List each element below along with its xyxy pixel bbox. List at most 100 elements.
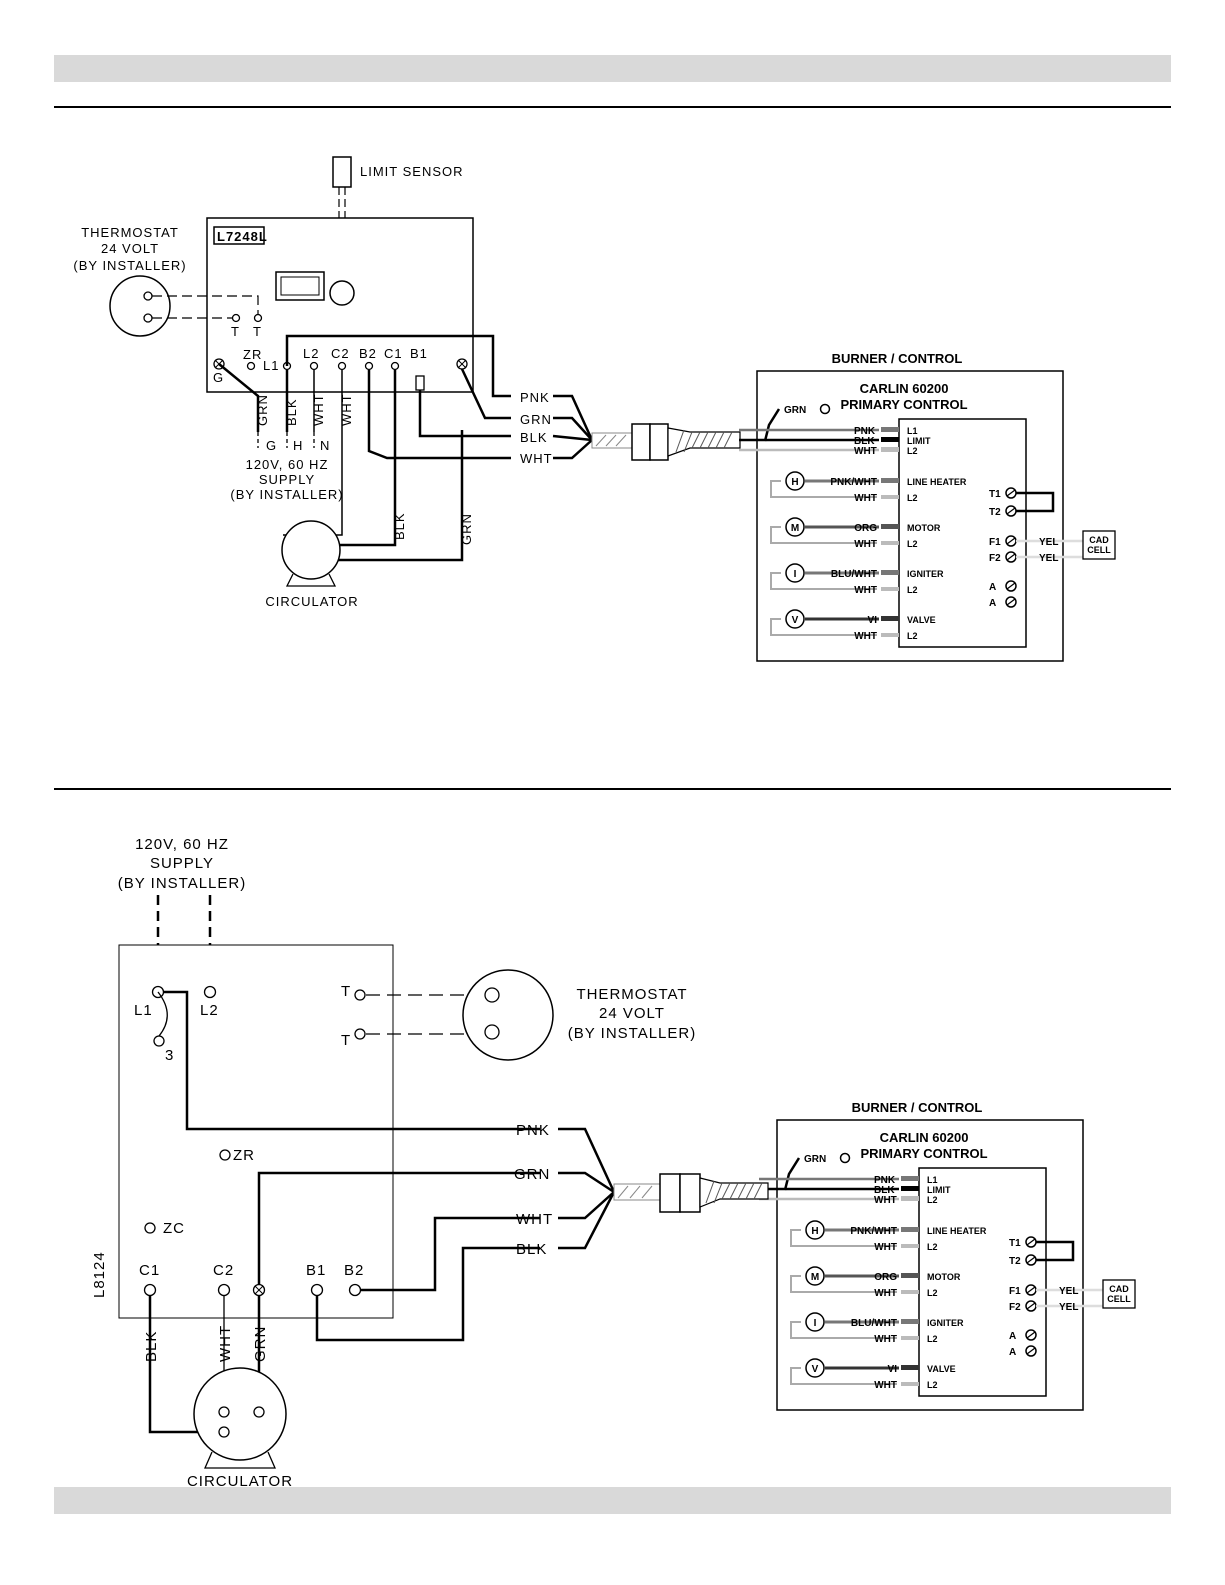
bottom-burner-right-term-0: T1 <box>1009 1238 1021 1249</box>
top-circulator-label: CIRCULATOR <box>265 594 358 609</box>
bottom-burner-grn-label: GRN <box>804 1154 826 1165</box>
bottom-burner-right-screw-slot-3 <box>1026 1302 1036 1310</box>
top-wire-grn: GRN <box>255 394 270 426</box>
top-wire-wht-1: WHT <box>311 393 326 426</box>
top-burner-h-icon <box>785 471 805 491</box>
top-burner-dev-ret-term-1: L2 <box>907 539 918 549</box>
top-term-l2: L2 <box>303 346 319 361</box>
bottom-burner-dev-plug-3 <box>901 1365 919 1370</box>
bottom-burner-dev-plug-1 <box>901 1273 919 1278</box>
bottom-burner-v-icon <box>805 1358 825 1378</box>
bottom-burner-dev-ret-plug-1 <box>901 1290 919 1294</box>
bottom-burner-dev-term-3: VALVE <box>927 1364 956 1374</box>
bottom-burner-dev-wire-label-2: BLU/WHT <box>851 1318 897 1329</box>
bottom-burner-row-plug-0 <box>901 1176 919 1181</box>
footer-bar <box>54 1487 1171 1514</box>
top-burner-title: BURNER / CONTROL <box>832 351 963 366</box>
top-burner-row-plug-2 <box>881 447 899 452</box>
bottom-burner-dev-ret-label-0: WHT <box>874 1242 897 1253</box>
top-burner-right-term-1: T2 <box>989 507 1001 518</box>
bottom-burner-row-plug-1 <box>901 1186 919 1191</box>
top-wire-wht-2: WHT <box>339 393 354 426</box>
top-burner-dev-wire-label-1: ORG <box>854 523 877 534</box>
bottom-burner-h-icon <box>805 1220 825 1240</box>
bottom-burner-m-icon-letter: M <box>811 1272 819 1283</box>
bottom-burner-right-screw-slot-5 <box>1026 1347 1036 1355</box>
bottom-supply-3: (BY INSTALLER) <box>118 875 246 892</box>
bottom-burner-terminal-block <box>918 1167 1047 1397</box>
top-burner-i-icon <box>785 563 805 583</box>
top-harness-blk: BLK <box>520 430 548 445</box>
top-burner-name-1: CARLIN 60200 <box>860 381 949 396</box>
top-burner-m-icon <box>785 517 805 537</box>
top-burner-right-screw-slot-4 <box>1006 582 1016 590</box>
top-wire-blk: BLK <box>284 398 299 426</box>
top-burner-grn-screw-icon <box>819 403 831 415</box>
bottom-thermostat-label-1: THERMOSTAT <box>576 986 687 1003</box>
top-burner-dev-ret-label-3: WHT <box>854 631 877 642</box>
bottom-burner-dev-ret-term-3: L2 <box>927 1380 938 1390</box>
l8124-label: L8124 <box>91 1251 108 1298</box>
top-term-b2: B2 <box>359 346 377 361</box>
bottom-circ-wire-grn: GRN <box>252 1326 269 1362</box>
top-burner-right-screw-slot-2 <box>1006 537 1016 545</box>
top-harness-grn: GRN <box>520 412 552 427</box>
top-burner-dev-ret-term-0: L2 <box>907 493 918 503</box>
top-burner-row-wire-label-1: BLK <box>854 436 875 447</box>
top-thermostat-icon <box>109 275 171 337</box>
bottom-burner-h-icon-letter: H <box>811 1226 818 1237</box>
top-burner-dev-return-wire-0 <box>770 480 877 498</box>
section-rule-top <box>54 106 1171 108</box>
top-term-t-2: T <box>253 324 262 339</box>
top-burner-dev-ret-plug-2 <box>881 587 899 591</box>
top-term-l1: L1 <box>263 358 279 373</box>
top-burner-row-term-1: LIMIT <box>907 436 931 446</box>
bottom-burner-dev-ret-plug-3 <box>901 1382 919 1386</box>
limit-sensor-label: LIMIT SENSOR <box>360 164 464 179</box>
bottom-term-t-2: T <box>341 1032 351 1049</box>
bottom-burner-dev-return-wire-3 <box>790 1367 897 1385</box>
top-burner-dev-wire-label-3: VI <box>868 615 878 626</box>
top-term-b1: B1 <box>410 346 428 361</box>
top-burner-dev-ret-label-1: WHT <box>854 539 877 550</box>
bottom-burner-right-screw-slot-0 <box>1026 1238 1036 1246</box>
top-supply-g: G <box>266 438 277 453</box>
top-burner-dev-return-wire-2 <box>770 572 877 590</box>
bottom-term-t-1: T <box>341 983 351 1000</box>
bottom-wiring-diagram: 120V, 60 HZ SUPPLY (BY INSTALLER) L8124 … <box>91 836 769 1490</box>
limit-sensor-icon <box>332 156 352 188</box>
top-burner-right-screw-slot-3 <box>1006 553 1016 561</box>
l8124-control-box <box>118 944 394 1319</box>
bottom-burner-title: BURNER / CONTROL <box>852 1100 983 1115</box>
bottom-burner-dev-return-wire-1 <box>790 1275 897 1293</box>
bottom-thermostat-label-3: (BY INSTALLER) <box>568 1025 696 1042</box>
top-burner-right-screw-slot-5 <box>1006 598 1016 606</box>
bottom-thermostat-icon <box>462 969 554 1061</box>
top-circ-wire-blk: BLK <box>392 512 407 540</box>
bottom-harness-grn: GRN <box>514 1166 550 1183</box>
top-wiring-diagram: LIMIT SENSOR L7248L THERMOSTAT 24 VOLT (… <box>73 156 741 609</box>
bottom-burner-yel-2: YEL <box>1059 1302 1078 1313</box>
top-burner-right-term-0: T1 <box>989 489 1001 500</box>
top-burner-row-plug-0 <box>881 427 899 432</box>
bottom-burner-right-term-1: T2 <box>1009 1256 1021 1267</box>
top-burner-dev-wire-label-0: PNK/WHT <box>830 477 877 488</box>
top-burner-t1-t2-jumper <box>1016 491 1055 513</box>
top-circulator-icon <box>281 520 341 580</box>
bottom-burner-name-1: CARLIN 60200 <box>880 1130 969 1145</box>
top-burner-dev-plug-1 <box>881 524 899 529</box>
bottom-burner-dev-ret-term-2: L2 <box>927 1334 938 1344</box>
section-rule-middle <box>54 788 1171 790</box>
bottom-burner-dev-term-2: IGNITER <box>927 1318 964 1328</box>
bottom-burner-row-wire-label-0: PNK <box>874 1175 896 1186</box>
bottom-burner-i-icon <box>805 1312 825 1332</box>
top-burner-dev-ret-plug-1 <box>881 541 899 545</box>
top-burner-dev-return-wire-3 <box>770 618 877 636</box>
top-burner-dev-ret-term-3: L2 <box>907 631 918 641</box>
top-supply-3: (BY INSTALLER) <box>230 487 343 502</box>
top-supply-1: 120V, 60 HZ <box>246 457 329 472</box>
bottom-burner-row-term-2: L2 <box>927 1195 938 1205</box>
bottom-burner-dev-ret-label-1: WHT <box>874 1288 897 1299</box>
top-burner-dev-ret-plug-3 <box>881 633 899 637</box>
